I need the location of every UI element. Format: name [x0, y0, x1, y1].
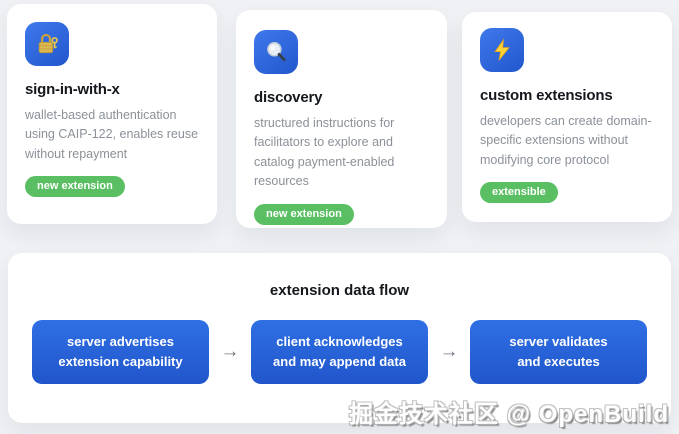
status-badge: new extension	[25, 176, 125, 198]
magnifier-icon	[254, 30, 298, 74]
flow-step-client-acknowledges: client acknowledges and may append data	[251, 320, 428, 384]
flow-step-line: server advertises	[67, 333, 174, 349]
card-custom-extensions: custom extensions developers can create …	[462, 12, 672, 222]
arrow-right-icon: →	[439, 341, 459, 362]
watermark: 掘金技术社区 @ OpenBuild	[348, 401, 669, 428]
flow-step-line: and may append data	[273, 354, 406, 369]
card-description: structured instructions for facilitators…	[254, 116, 395, 189]
extension-data-flow-panel: extension data flow server advertises ex…	[8, 253, 671, 423]
card-title: custom extensions	[480, 87, 613, 104]
card-description: developers can create domain-specific ex…	[480, 114, 652, 167]
flow-step-server-validates: server validates and executes	[470, 320, 647, 384]
status-badge: extensible	[480, 182, 558, 204]
flow-step-line: client acknowledges	[276, 333, 403, 349]
card-title: discovery	[254, 89, 323, 106]
status-badge: new extension	[254, 203, 354, 225]
lock-key-icon	[25, 22, 69, 66]
lightning-icon	[480, 28, 524, 72]
flow-step-line: extension capability	[58, 354, 183, 369]
flow-step-line: server validates	[509, 333, 608, 349]
flow-step-line: and executes	[517, 354, 600, 369]
card-discovery: discovery structured instructions for fa…	[236, 10, 447, 228]
card-sign-in-with-x: sign-in-with-x wallet-based authenticati…	[7, 4, 217, 224]
card-description: wallet-based authentication using CAIP-1…	[25, 108, 199, 161]
arrow-right-icon: →	[220, 341, 240, 362]
panel-title: extension data flow	[269, 282, 410, 299]
card-title: sign-in-with-x	[25, 81, 120, 98]
flow-step-server-advertises: server advertises extension capability	[32, 320, 209, 384]
flow-row: server advertises extension capability →…	[8, 320, 671, 384]
